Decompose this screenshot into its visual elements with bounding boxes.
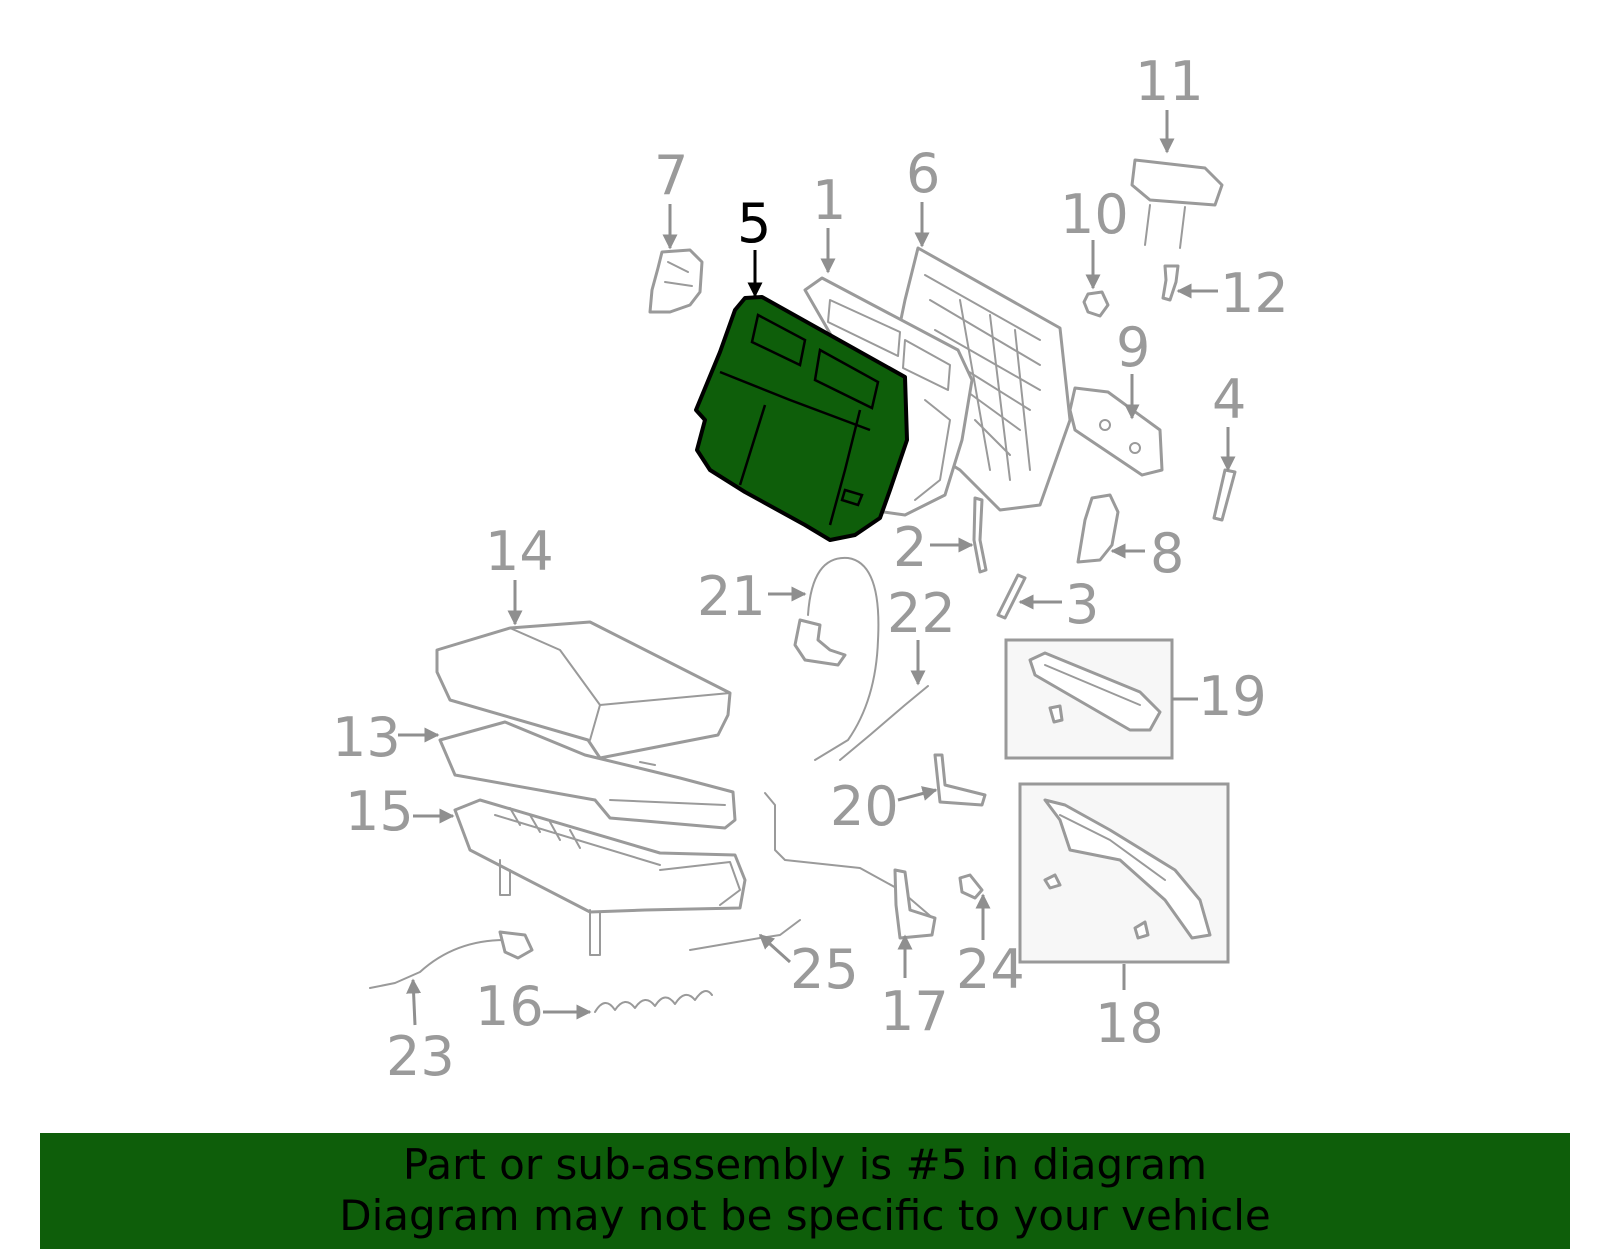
- callout-2[interactable]: 2: [893, 516, 927, 579]
- part-16-spring[interactable]: [594, 990, 713, 1013]
- part-2-bracket[interactable]: [972, 496, 988, 574]
- callout-23[interactable]: 23: [386, 1025, 455, 1088]
- leader-23: [406, 978, 422, 1026]
- part-7-side-trim[interactable]: [648, 248, 704, 314]
- part-13-cushion-pad[interactable]: [438, 720, 737, 830]
- callout-15[interactable]: 15: [345, 780, 414, 843]
- callout-10[interactable]: 10: [1060, 183, 1129, 246]
- callout-5[interactable]: 5: [737, 192, 771, 255]
- banner-line-2: Diagram may not be specific to your vehi…: [339, 1191, 1271, 1240]
- part-15-cushion-frame[interactable]: [453, 798, 747, 956]
- part-19-inset-box[interactable]: [1004, 638, 1174, 760]
- part-17-track[interactable]: [764, 792, 937, 940]
- part-22-release-cable[interactable]: [839, 685, 929, 761]
- part-24-clip[interactable]: [958, 873, 984, 900]
- callout-16[interactable]: 16: [475, 975, 544, 1038]
- callout-20[interactable]: 20: [830, 775, 899, 838]
- callout-19[interactable]: 19: [1198, 665, 1267, 728]
- callout-3[interactable]: 3: [1065, 573, 1099, 636]
- callout-22[interactable]: 22: [887, 582, 956, 645]
- part-18-inset-box[interactable]: [1018, 782, 1230, 964]
- part-20-bracket[interactable]: [933, 753, 987, 807]
- callout-11[interactable]: 11: [1135, 50, 1204, 113]
- callout-18[interactable]: 18: [1095, 992, 1164, 1055]
- callout-7[interactable]: 7: [654, 144, 688, 207]
- part-8-side-cover[interactable]: [1076, 493, 1120, 564]
- leader-25: [758, 933, 792, 964]
- callout-21[interactable]: 21: [697, 565, 766, 628]
- part-21-release-cable[interactable]: [793, 556, 880, 761]
- part-9-hinge-bracket[interactable]: [1068, 386, 1164, 477]
- leader-20: [897, 786, 938, 802]
- callout-4[interactable]: 4: [1212, 368, 1246, 431]
- part-10-headrest-guide[interactable]: [1082, 290, 1110, 318]
- leader-lines: [398, 110, 1236, 1026]
- callout-6[interactable]: 6: [906, 142, 940, 205]
- callout-25[interactable]: 25: [790, 938, 859, 1001]
- part-23-cable[interactable]: [369, 930, 534, 989]
- callout-12[interactable]: 12: [1220, 262, 1289, 325]
- banner-line-1: Part or sub-assembly is #5 in diagram: [402, 1140, 1208, 1189]
- part-14-cushion-cover[interactable]: [435, 620, 732, 760]
- callout-14[interactable]: 14: [485, 520, 554, 583]
- callout-1[interactable]: 1: [812, 169, 846, 232]
- callout-13[interactable]: 13: [332, 706, 401, 769]
- info-banner: Part or sub-assembly is #5 in diagram Di…: [40, 1133, 1570, 1249]
- callout-labels: 5 1 6 7 11 10 12 9 4 8 2 3 21 22 19 20 1…: [332, 50, 1289, 1088]
- part-11-headrest[interactable]: [1130, 158, 1224, 249]
- part-12-headrest-support[interactable]: [1161, 264, 1180, 302]
- callout-8[interactable]: 8: [1150, 522, 1184, 585]
- part-4-trim-strip[interactable]: [1212, 468, 1237, 522]
- callout-17[interactable]: 17: [880, 980, 949, 1043]
- part-3-clip[interactable]: [996, 573, 1027, 620]
- callout-24[interactable]: 24: [956, 938, 1025, 1001]
- callout-9[interactable]: 9: [1116, 316, 1150, 379]
- part-5-seatback-cover-highlighted[interactable]: [694, 295, 909, 542]
- part-25-rod[interactable]: [689, 919, 801, 951]
